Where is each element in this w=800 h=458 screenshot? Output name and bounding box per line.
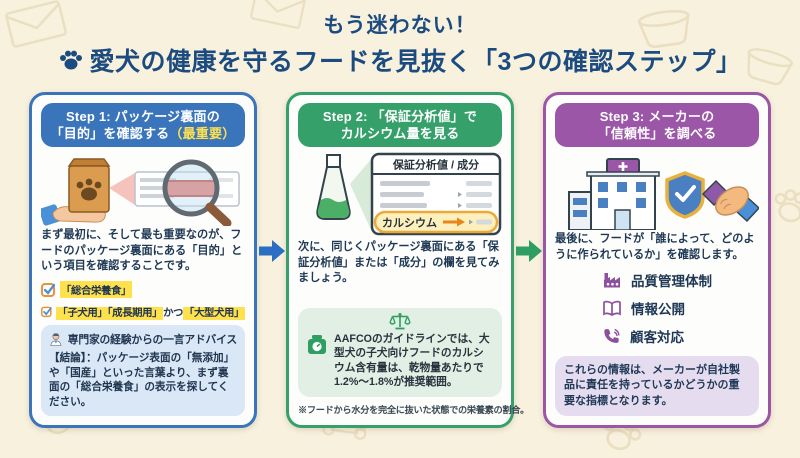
checkbox-icon: [41, 282, 56, 297]
step2-to-step3-gap: [514, 92, 543, 428]
checkbox-icon: [41, 304, 52, 319]
expert-icon: [49, 331, 63, 347]
expert-advice-box: 専門家の経験からの一言アドバイス 【結論】：パッケージ表面の「無添加」や「国産」…: [41, 325, 245, 416]
step2-header: Step 2: 「保証分析値」で カルシウム量を見る: [298, 103, 502, 147]
book-icon: [602, 300, 622, 317]
table-title: 保証分析値 / 成分: [392, 158, 479, 172]
advice-body: 【結論】：パッケージ表面の「無添加」や「国産」といった言葉より、まず裏面の「総合…: [49, 351, 237, 409]
arrow-right-icon: [259, 240, 285, 262]
kitchen-scale-icon: [306, 334, 328, 356]
title-line2: 愛犬の健康を守るフードを見抜く「3つの確認ステップ」: [90, 42, 742, 78]
guideline-text: AAFCOのガイドラインでは、大型犬の子犬向けフードのカルシウム含有量は、乾物量…: [334, 332, 494, 390]
paw-icon: [59, 49, 83, 71]
maker-trust-illustration: [555, 152, 759, 230]
calcium-row-label: カルシウム: [382, 217, 437, 230]
steps-row: Step 1: パッケージ裏面の 「目的」を確認する（最重要）: [29, 92, 771, 428]
step3-description: 最後に、フードが「誰によって、どのように作られているか」を確認します。: [555, 232, 759, 263]
step3-card: Step 3: メーカーの 「信頼性」を調べる: [543, 92, 771, 428]
balance-scale-icon: [389, 312, 411, 331]
step1-description: まず最初に、そして最も重要なのが、フードのパッケージ裏面にある「目的」という項目…: [41, 228, 245, 274]
checklist-item: 「総合栄養食」: [41, 281, 245, 298]
trust-item-quality: 品質管理体制: [602, 270, 712, 290]
step2-card: Step 2: 「保証分析値」で カルシウム量を見る 保証分析値 / 成分: [286, 92, 514, 428]
trust-checklist: 品質管理体制 情報公開 顧客対応: [602, 270, 712, 346]
step1-illustration: [41, 152, 245, 226]
trust-item-support: 顧客対応: [602, 326, 712, 346]
trust-item-disclosure: 情報公開: [602, 298, 712, 318]
step3-header: Step 3: メーカーの 「信頼性」を調べる: [555, 103, 759, 147]
step1-card: Step 1: パッケージ裏面の 「目的」を確認する（最重要）: [29, 92, 257, 428]
important-badge: （最重要）: [169, 126, 235, 141]
package-magnifier-illustration: [41, 152, 245, 226]
title-line1: もう迷わない！: [0, 9, 800, 39]
step1-checklist: 「総合栄養食」 「子犬用」「成長期用」かつ「大型犬用」: [41, 281, 245, 319]
step2-illustration: 保証分析値 / 成分 カルシウム: [298, 152, 502, 238]
aafco-guideline-box: AAFCOのガイドラインでは、大型犬の子犬向けフードのカルシウム含有量は、乾物量…: [298, 308, 502, 397]
page-title: もう迷わない！ 愛犬の健康を守るフードを見抜く「3つの確認ステップ」: [0, 0, 800, 78]
advice-title: 専門家の経験からの一言アドバイス: [68, 331, 237, 347]
step1-header: Step 1: パッケージ裏面の 「目的」を確認する（最重要）: [41, 103, 245, 147]
checklist-item: 「子犬用」「成長期用」かつ「大型犬用」: [41, 304, 245, 319]
factory-icon: [602, 271, 622, 289]
step3-note-box: これらの情報は、メーカーが自社製品に責任を持っているかどうかの重要な指標となりま…: [555, 356, 759, 416]
arrow-right-icon: [516, 240, 542, 262]
flask-label-illustration: 保証分析値 / 成分 カルシウム: [298, 152, 502, 238]
paw-decor-icon: [767, 183, 800, 230]
dry-matter-footnote: ※フードから水分を完全に抜いた状態での栄養素の割合。: [298, 402, 502, 416]
step1-to-step2-gap: [257, 92, 286, 428]
phone-icon: [602, 327, 621, 346]
step3-illustration: [555, 152, 759, 230]
step2-description: 次に、同じくパッケージ裏面にある「保証分析値」または「成分」の欄を見てみましょう…: [298, 240, 502, 286]
